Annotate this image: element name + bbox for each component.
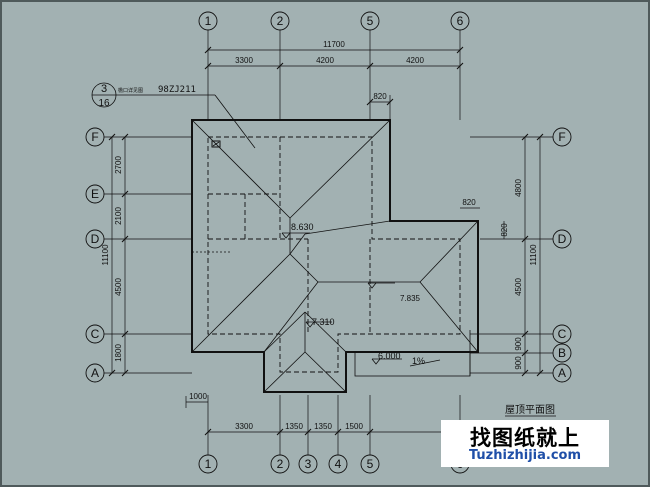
watermark-logo: 找图纸就上 Tuzhizhijia.com — [441, 420, 609, 467]
dim-right-3: 4500 — [514, 278, 523, 296]
axis-label-left-e: E — [91, 187, 99, 201]
dim-bottom-2: 1350 — [285, 422, 303, 431]
dim-top-3: 4200 — [406, 56, 424, 65]
axis-label-top-6: 6 — [457, 14, 464, 28]
dim-right-4: 900 — [514, 337, 523, 351]
dim-bottom-4: 1500 — [345, 422, 363, 431]
dim-right-eave: 820 — [462, 198, 476, 207]
dim-right-total: 11100 — [529, 244, 538, 266]
axis-label-top-1: 1 — [205, 14, 212, 28]
dim-top-1: 3300 — [235, 56, 253, 65]
detail-callout — [91, 82, 256, 149]
axis-label-left-f: F — [91, 130, 98, 144]
detail-ref-top: 3 — [101, 83, 107, 95]
axis-label-bottom-2: 2 — [277, 457, 284, 471]
elev-canopy: 6.000 — [378, 351, 401, 361]
dim-left-total: 11100 — [101, 244, 110, 266]
vent-icon — [211, 140, 221, 148]
axis-label-left-d: D — [91, 232, 100, 246]
axis-label-top-2: 2 — [277, 14, 284, 28]
axis-label-right-a: A — [558, 366, 566, 380]
detail-ref-bottom: 16 — [98, 98, 110, 109]
axis-label-top-5: 5 — [367, 14, 374, 28]
elev-ridge-main: 8.630 — [291, 222, 314, 232]
axis-label-bottom-5: 5 — [367, 457, 374, 471]
dim-right-1: 4800 — [514, 179, 523, 197]
dim-left-2: 2100 — [114, 207, 123, 225]
dim-left-1: 2700 — [114, 156, 123, 174]
ridge-lines — [191, 119, 479, 393]
dim-top-total: 11700 — [323, 40, 345, 49]
dim-right-2: 820 — [500, 223, 509, 237]
dim-top-eave: 820 — [373, 92, 387, 101]
dim-right-5: 900 — [514, 356, 523, 370]
axis-label-right-f: F — [558, 130, 565, 144]
watermark-cn: 找图纸就上 — [470, 426, 580, 450]
axis-label-right-d: D — [558, 232, 567, 246]
detail-ref-std: 98ZJ211 — [158, 85, 196, 95]
wall-outline — [207, 136, 461, 373]
axis-label-right-c: C — [558, 327, 567, 341]
drawing-title: 屋顶平面图 — [505, 404, 555, 416]
dim-left-3: 4500 — [114, 278, 123, 296]
axis-label-bottom-3: 3 — [305, 457, 312, 471]
slope-label: 1% — [412, 356, 425, 366]
axis-label-left-a: A — [91, 366, 99, 380]
dim-bottom-1: 3300 — [235, 422, 253, 431]
axis-label-right-b: B — [558, 346, 566, 360]
elev-ridge-bottom: 7.310 — [312, 317, 335, 327]
axis-label-bottom-1: 1 — [205, 457, 212, 471]
dim-left-4: 1800 — [114, 344, 123, 362]
elev-ridge-right: 7.835 — [400, 294, 421, 303]
dim-top-2: 4200 — [316, 56, 334, 65]
dim-bottom-offset: 1000 — [189, 392, 207, 401]
canopy — [354, 330, 471, 377]
watermark-en: Tuzhizhijia.com — [468, 448, 582, 463]
axis-label-bottom-4: 4 — [335, 457, 342, 471]
detail-ref-note: 檐口详见图 — [118, 87, 143, 94]
roof-outline — [191, 119, 479, 393]
dim-bottom-3: 1350 — [314, 422, 332, 431]
axis-label-left-c: C — [91, 327, 100, 341]
